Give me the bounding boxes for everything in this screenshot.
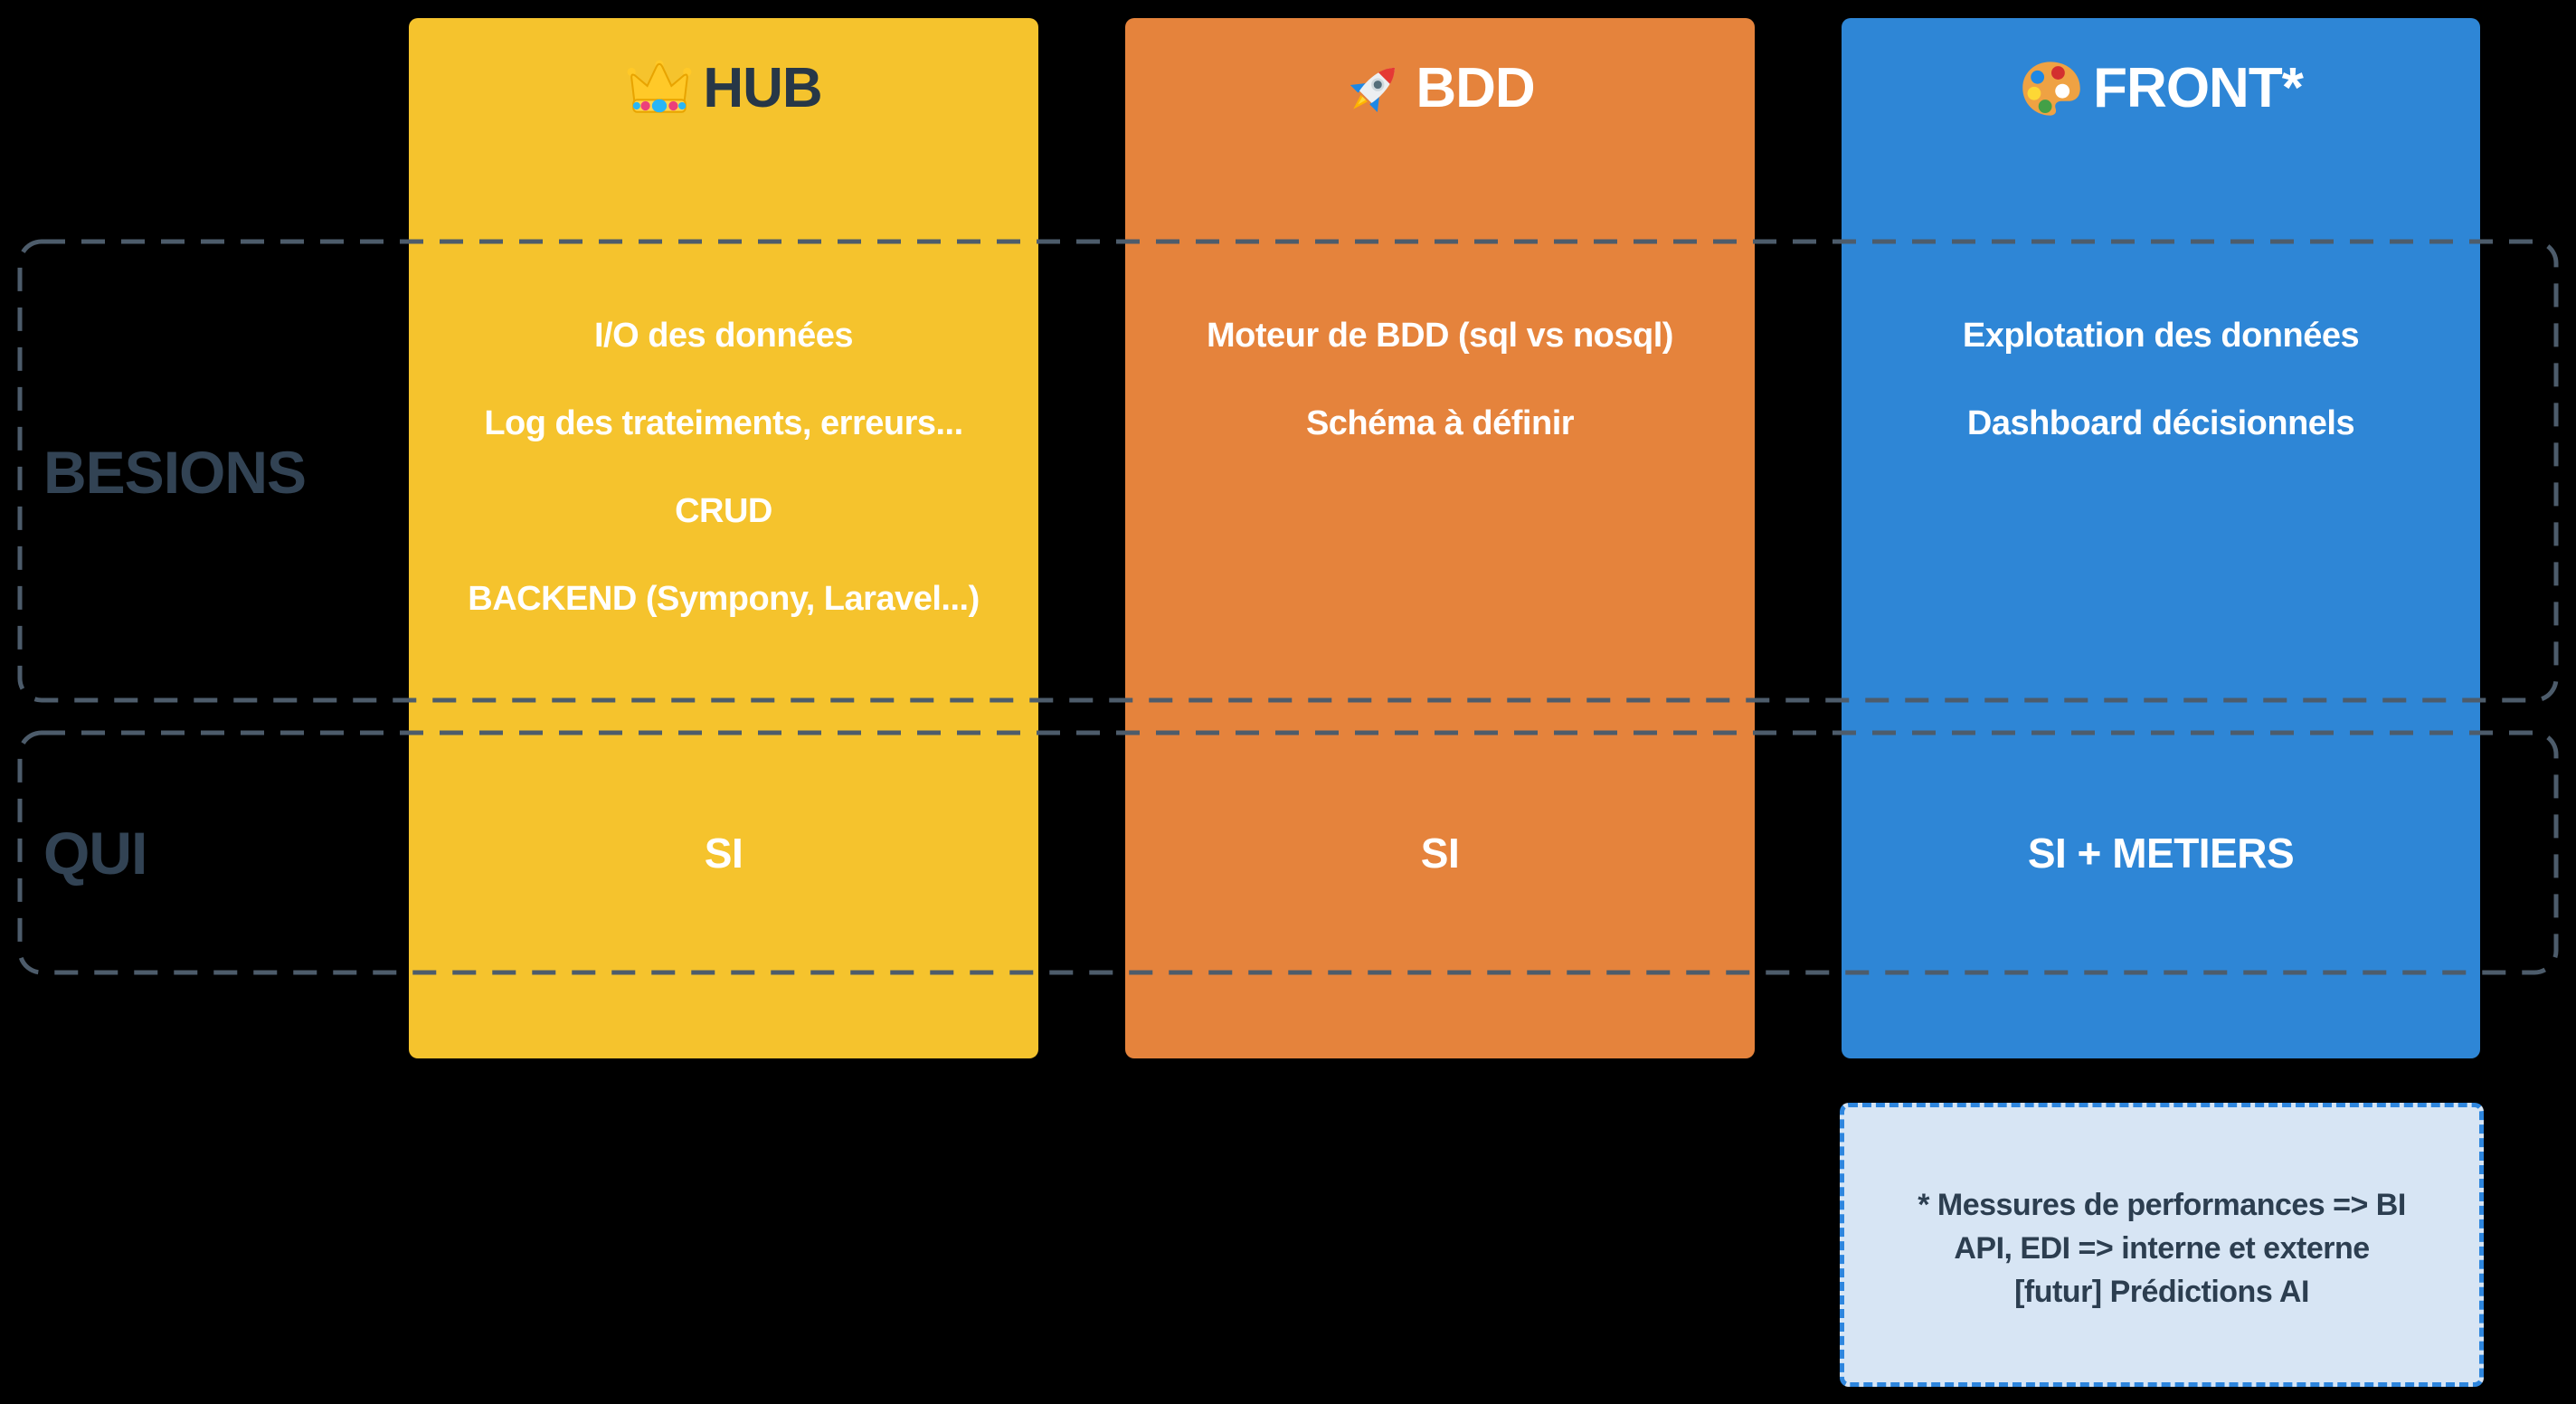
column-front-besoins: Explotation des données Dashboard décisi… — [1842, 292, 2480, 468]
column-front-header: FRONT* — [1842, 43, 2480, 134]
besoin-item: I/O des données — [593, 317, 854, 355]
row-label-besions: BESIONS — [43, 439, 307, 506]
column-hub-qui-value: SI — [704, 830, 743, 877]
column-hub-besoins: I/O des données Log des trateiments, err… — [409, 292, 1038, 643]
column-hub-header: HUB — [409, 43, 1038, 134]
row-label-qui: QUI — [43, 820, 147, 887]
footnote-line: [futur] Prédictions AI — [2014, 1275, 2309, 1309]
column-bdd-header: BDD — [1125, 43, 1755, 134]
column-hub-title: HUB — [703, 57, 822, 119]
palette-icon — [2019, 59, 2084, 119]
footnote-line: API, EDI => interne et externe — [1954, 1231, 2370, 1266]
besoin-item: CRUD — [675, 492, 772, 530]
crown-icon — [625, 59, 694, 119]
column-front-qui-value: SI + METIERS — [2027, 830, 2295, 877]
column-bdd-qui-value: SI — [1420, 830, 1460, 877]
column-hub: HUB I/O des données Log des trateiments,… — [409, 18, 1038, 1058]
column-bdd-besoins: Moteur de BDD (sql vs nosql) Schéma à dé… — [1125, 292, 1755, 468]
footnote-line: * Messures de performances => BI — [1918, 1188, 2406, 1222]
footnote-box: * Messures de performances => BI API, ED… — [1840, 1103, 2484, 1387]
column-front: FRONT* Explotation des données Dashboard… — [1842, 18, 2480, 1058]
besoin-item: Schéma à définir — [1305, 404, 1575, 442]
besoin-item: BACKEND (Sympony, Laravel...) — [468, 580, 980, 618]
rocket-icon — [1345, 58, 1406, 119]
besoin-item: Explotation des données — [1962, 317, 2360, 355]
besoin-item: Log des trateiments, erreurs... — [484, 404, 963, 442]
besoin-item: Dashboard décisionnels — [1966, 404, 2355, 442]
besoin-item: Moteur de BDD (sql vs nosql) — [1207, 317, 1673, 355]
column-bdd-title: BDD — [1416, 57, 1535, 119]
column-bdd: BDD Moteur de BDD (sql vs nosql) Schéma … — [1125, 18, 1755, 1058]
column-front-title: FRONT* — [2093, 57, 2304, 119]
